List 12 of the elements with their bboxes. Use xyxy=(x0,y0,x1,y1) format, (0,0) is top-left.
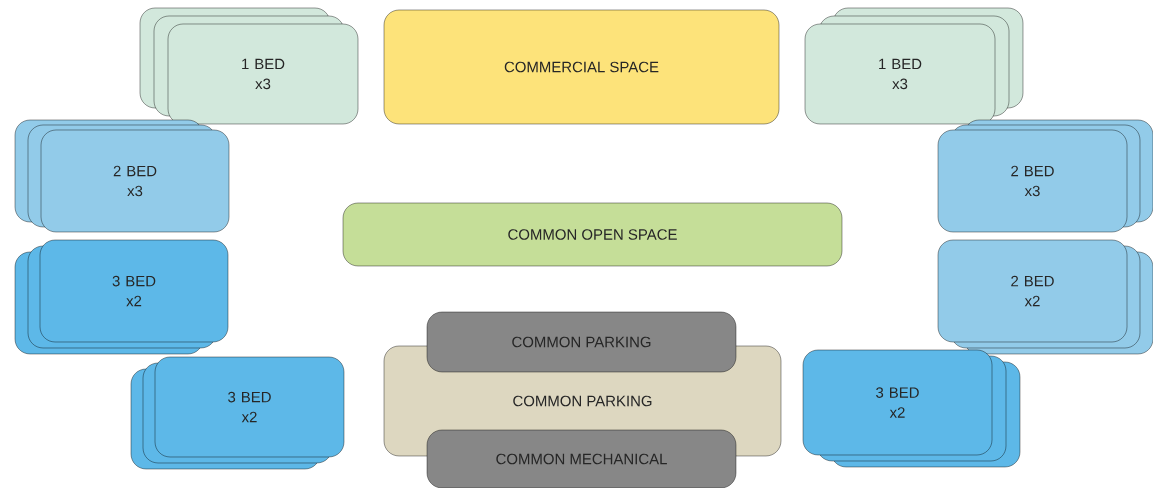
stacked-unit-box: 2 BED x2 xyxy=(937,239,1153,355)
stacked-unit-box: 1 BED x3 xyxy=(139,7,359,125)
mechanical-box: COMMON MECHANICAL xyxy=(426,429,737,488)
space-box: COMMON OPEN SPACE xyxy=(342,202,843,267)
stacked-unit-box: 3 BED x2 xyxy=(802,349,1021,468)
stacked-unit-box: 3 BED x2 xyxy=(14,239,229,355)
stacked-unit-box: 3 BED x2 xyxy=(130,356,345,470)
stacked-unit-box: 2 BED x3 xyxy=(937,119,1153,233)
stacked-unit-box: 1 BED x3 xyxy=(804,7,1024,125)
space-box: COMMERCIAL SPACE xyxy=(383,9,780,125)
parking-box: COMMON PARKING xyxy=(426,311,737,373)
stacked-unit-box: 2 BED x3 xyxy=(14,119,230,233)
